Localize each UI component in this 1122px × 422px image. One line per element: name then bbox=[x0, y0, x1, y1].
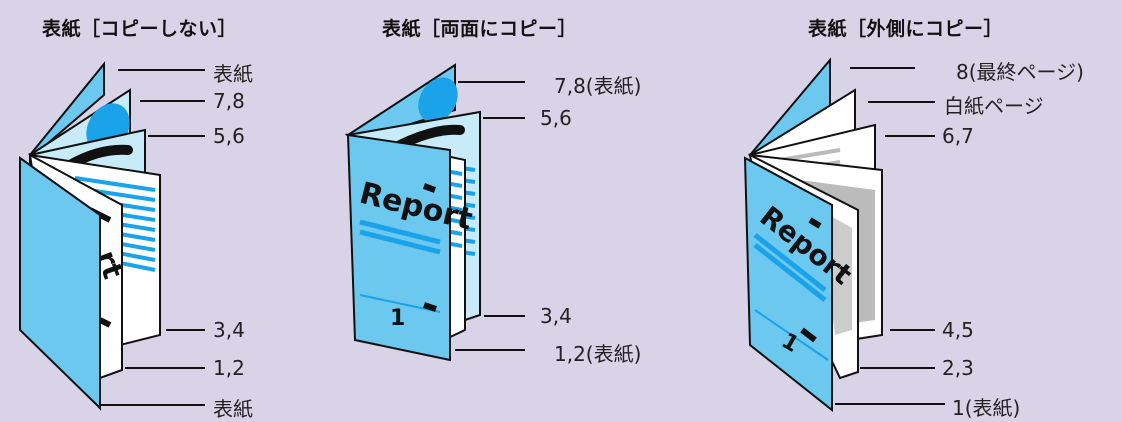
cover-page-number: 1 bbox=[390, 306, 405, 331]
cover-rule bbox=[359, 294, 441, 313]
label-page-1-2-cover: 1,2(表紙) bbox=[554, 342, 642, 366]
booklet-illustration-outside-copy: Report 1 bbox=[743, 57, 945, 413]
booklet-illustration-no-copy: rt bbox=[19, 61, 205, 411]
label-page-7-8: 7,8 bbox=[213, 89, 245, 113]
cover-mark bbox=[422, 183, 437, 193]
label-page-8-last: 8(最終ページ) bbox=[956, 60, 1084, 84]
panel-no-copy: 表紙［コピーしない］ bbox=[0, 0, 374, 421]
label-page-5-6: 5,6 bbox=[540, 106, 572, 130]
label-page-3-4: 3,4 bbox=[213, 318, 245, 342]
leader-lines bbox=[835, 67, 945, 405]
label-page-1-cover: 1(表紙) bbox=[952, 396, 1021, 420]
front-cover bbox=[19, 156, 101, 411]
page-graphic-circle bbox=[418, 77, 458, 123]
label-cover-top: 表紙 bbox=[213, 62, 253, 86]
label-page-1-2: 1,2 bbox=[213, 356, 245, 380]
panel-double-sided: 表紙［両面にコピー］ bbox=[340, 0, 720, 420]
cover-mark bbox=[808, 217, 822, 229]
cover-underline bbox=[753, 243, 827, 302]
label-cover-bottom: 表紙 bbox=[213, 397, 253, 421]
panel-title: 表紙［外側にコピー］ bbox=[808, 18, 1004, 40]
cover-underline bbox=[359, 219, 441, 245]
page-graphic-bar bbox=[395, 124, 465, 150]
label-page-3-4: 3,4 bbox=[540, 304, 572, 328]
page-mark bbox=[98, 317, 112, 328]
label-page-4-5: 4,5 bbox=[942, 318, 974, 342]
booklet-illustration-double-sided: Report 1 bbox=[344, 63, 525, 362]
cover-mark bbox=[423, 302, 437, 312]
leader-lines bbox=[100, 69, 205, 406]
label-blank-page: 白紙ページ bbox=[944, 94, 1044, 118]
label-page-6-7: 6,7 bbox=[942, 124, 974, 148]
cover-underline bbox=[359, 229, 441, 255]
panel-outside-copy: 表紙［外側にコピー］ Report bbox=[740, 0, 1122, 420]
panel-title: 表紙［コピーしない］ bbox=[42, 18, 238, 40]
label-page-5-6: 5,6 bbox=[213, 124, 245, 148]
label-page-7-8-cover: 7,8(表紙) bbox=[554, 74, 642, 98]
cover-rule bbox=[754, 309, 829, 361]
leader-lines bbox=[455, 81, 525, 351]
cover-mark bbox=[800, 327, 817, 343]
panel-title: 表紙［両面にコピー］ bbox=[382, 18, 578, 40]
label-page-2-3: 2,3 bbox=[942, 356, 974, 380]
cover-underline bbox=[753, 233, 827, 292]
